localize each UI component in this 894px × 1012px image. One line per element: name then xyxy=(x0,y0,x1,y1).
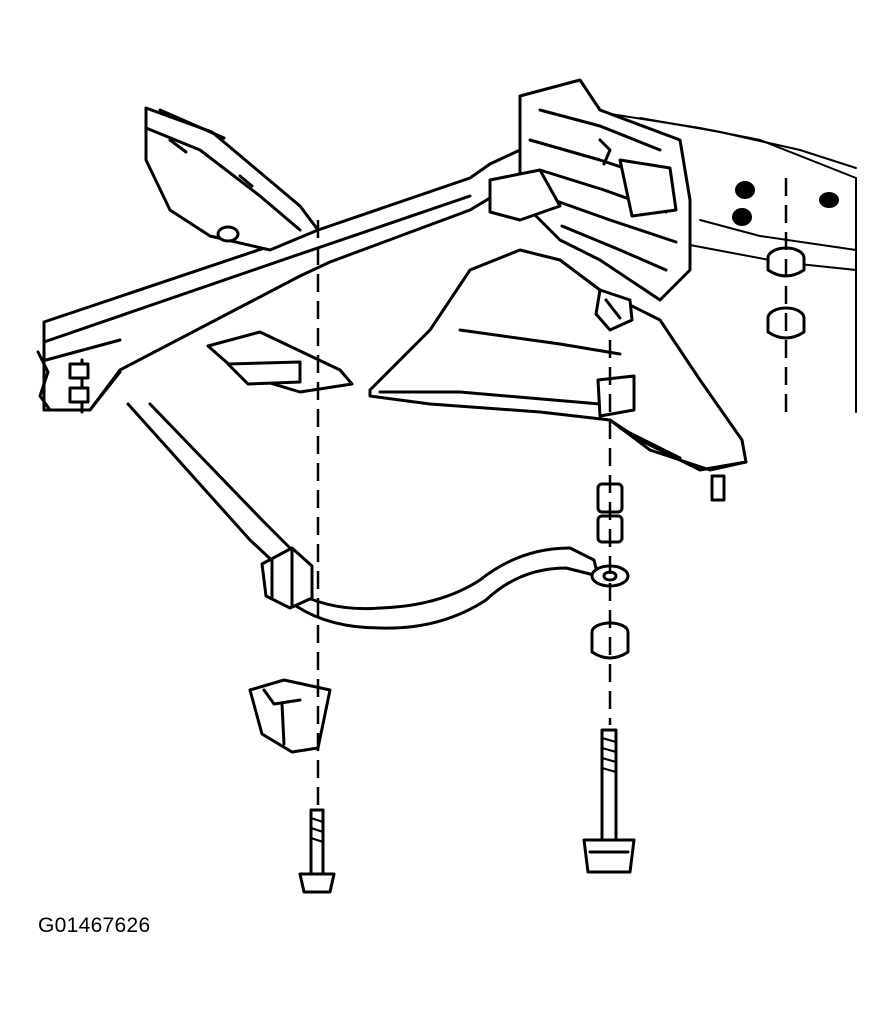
stabilizer-shaft xyxy=(126,402,600,630)
assembly-centerlines xyxy=(316,178,788,805)
frame-bracket xyxy=(206,330,354,394)
link-bolt xyxy=(582,728,636,874)
frame-rail xyxy=(36,148,542,414)
frame-crossmember xyxy=(144,106,320,252)
link-bushing-upper xyxy=(766,246,806,278)
figure-id-label: G01467626 xyxy=(38,914,151,937)
stabilizer-insulator xyxy=(260,546,314,610)
spring-tower xyxy=(488,78,692,302)
bracket-bolt xyxy=(298,808,336,894)
lower-control-arm xyxy=(368,248,748,502)
